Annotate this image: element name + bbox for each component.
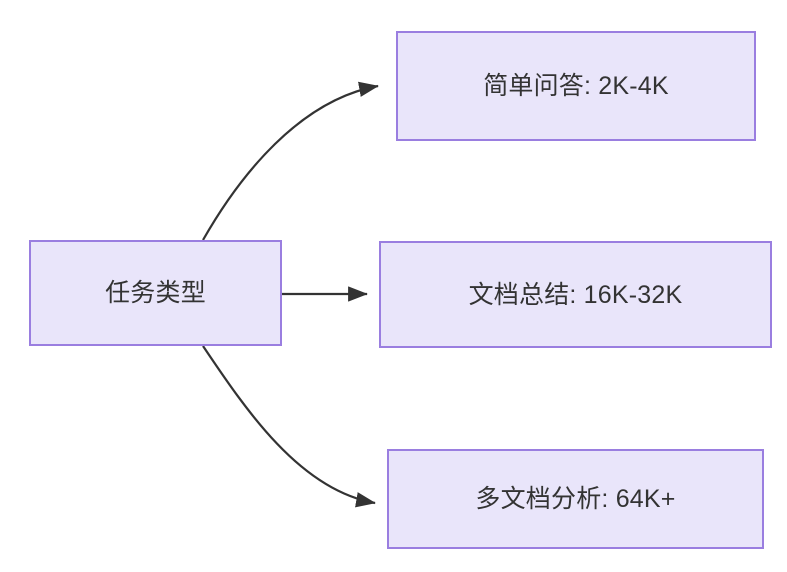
node-doc-summary-label: 文档总结: 16K-32K [468,280,683,309]
node-multi-doc[interactable]: 多文档分析: 64K+ [387,449,764,549]
node-task-type[interactable]: 任务类型 [29,240,282,346]
node-doc-summary[interactable]: 文档总结: 16K-32K [379,241,772,348]
node-simple-qa[interactable]: 简单问答: 2K-4K [396,31,756,141]
edge-source-to-simple-qa [202,81,379,241]
node-simple-qa-label: 简单问答: 2K-4K [483,72,669,100]
node-task-type-label: 任务类型 [105,279,206,307]
edge-source-to-multi-doc [202,345,376,508]
node-multi-doc-label: 多文档分析: 64K+ [475,485,676,513]
